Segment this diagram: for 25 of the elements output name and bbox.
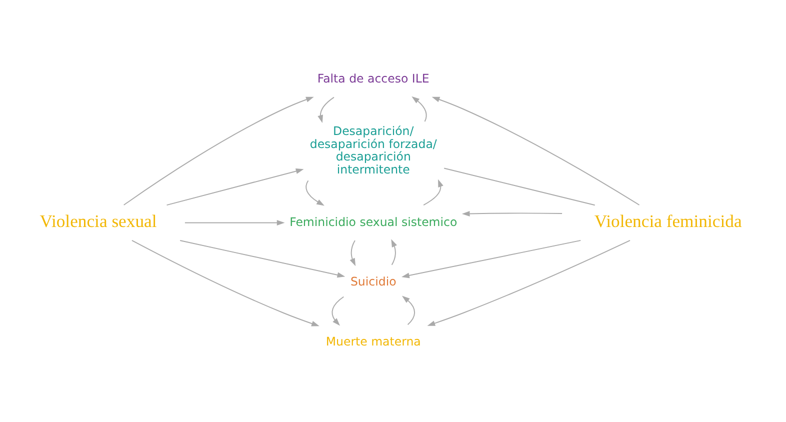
arrow (423, 179, 444, 206)
node-text: Violencia sexual (40, 211, 157, 232)
arrow (412, 96, 427, 122)
node-text: Falta de acceso ILE (317, 72, 430, 86)
connector (444, 168, 596, 206)
arrow (123, 96, 314, 206)
node-text: Suicidio (350, 274, 396, 289)
arrow (332, 296, 344, 326)
arrow (427, 240, 630, 326)
arrow (166, 168, 304, 206)
arrow (306, 180, 324, 206)
arrow (391, 239, 397, 266)
node-text: Feminicidio sexual sistemico (290, 214, 458, 229)
arrow (402, 240, 582, 278)
arrow (432, 96, 640, 206)
arrow (350, 240, 356, 266)
node-text: Muerte materna (326, 334, 421, 348)
arrow (402, 296, 416, 326)
arrow (184, 220, 285, 226)
arrow (131, 240, 320, 326)
arrow (462, 211, 563, 216)
node-text: Desaparición/ desaparición forzada/ desaparición intermitente (310, 124, 437, 176)
arrow (180, 240, 346, 278)
arrow (318, 96, 334, 123)
node-text: Violencia feminicida (594, 211, 742, 232)
